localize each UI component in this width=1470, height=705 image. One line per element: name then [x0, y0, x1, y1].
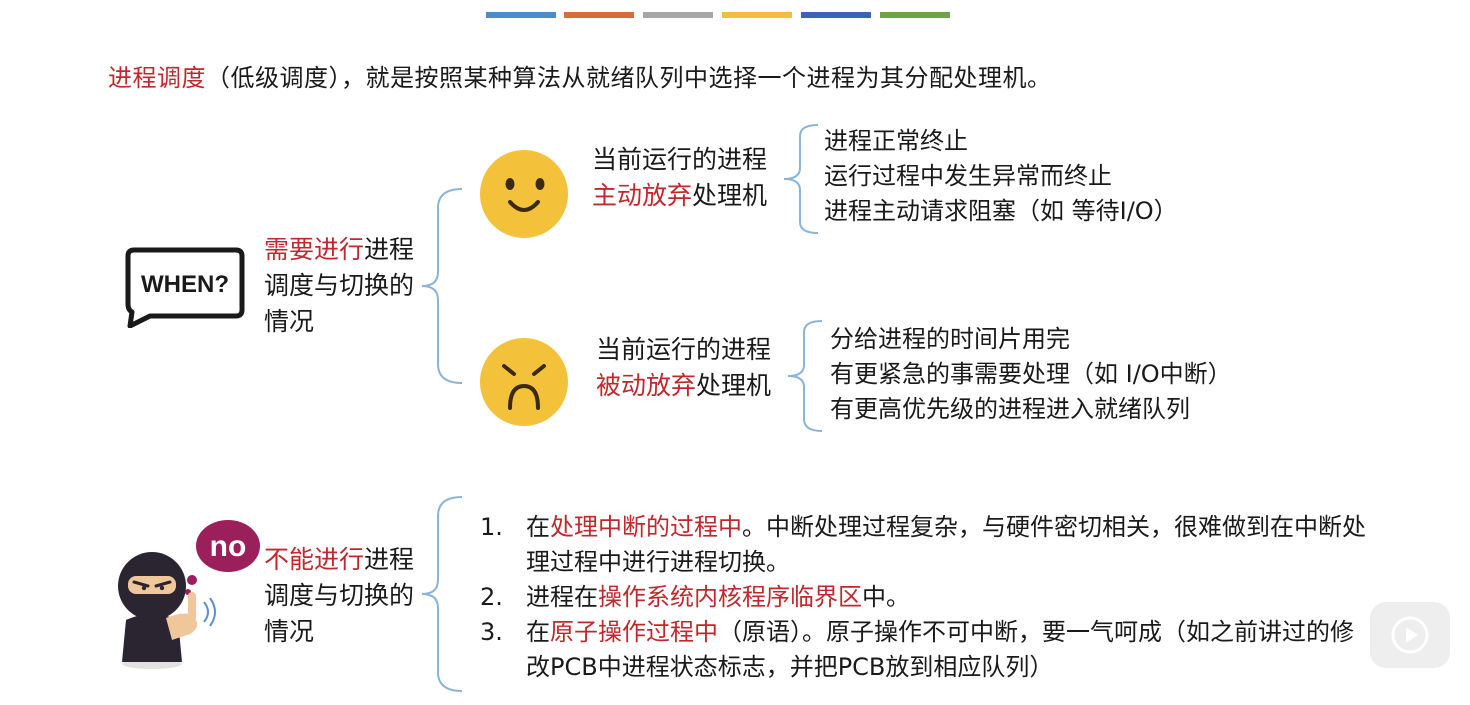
need-label: 需要进行进程调度与切换的情况	[264, 232, 424, 340]
voluntary-post: 处理机	[692, 181, 768, 210]
list-number: 1.	[480, 513, 503, 541]
need-label-rest: 进程调度与切换的情况	[264, 235, 415, 336]
item-highlight: 原子操作过程中	[550, 618, 718, 646]
list-item: 1. 在处理中断的过程中。中断处理过程复杂，与硬件密切相关，很难做到在中断处理过程…	[480, 510, 1371, 580]
brace-icon	[421, 188, 463, 384]
list-number: 2.	[480, 583, 503, 611]
cannot-label-rest: 进程调度与切换的情况	[264, 545, 415, 646]
list-item: 有更高优先级的进程进入就绪队列	[830, 395, 1190, 423]
item-text: 在	[526, 513, 550, 541]
voluntary-items: 进程正常终止 运行过程中发生异常而终止 进程主动请求阻塞（如 等待I/O）	[824, 124, 1178, 229]
headline-definition: （低级调度），就是按照某种算法从就绪队列中选择一个进程为其分配处理机。	[206, 64, 1052, 92]
involuntary-pre: 当前运行的进程	[596, 335, 772, 364]
play-icon	[1391, 616, 1429, 654]
list-item: 分给进程的时间片用完	[830, 325, 1070, 353]
voluntary-highlight: 主动放弃	[592, 181, 693, 210]
video-play-button[interactable]	[1370, 602, 1450, 668]
no-badge-text: no	[210, 530, 247, 563]
voluntary-pre: 当前运行的进程	[592, 145, 768, 174]
when-speech-bubble-icon: WHEN?	[125, 247, 245, 328]
color-bar	[880, 12, 950, 18]
color-bar	[801, 12, 871, 18]
item-text: 。中断处理过程复杂，与硬件密切相关，很难做到在中断处理过程中进行进程切换。	[526, 513, 1366, 576]
color-bar	[643, 12, 713, 18]
headline-term: 进程调度	[108, 64, 206, 92]
involuntary-reason: 当前运行的进程被动放弃处理机	[596, 332, 781, 404]
list-number: 3.	[480, 618, 503, 646]
brace-icon	[421, 496, 463, 692]
color-bar	[564, 12, 634, 18]
sad-face-icon	[480, 338, 568, 426]
item-text: 中。	[862, 583, 910, 611]
cannot-list: 1.在处理中断的过程中。中断处理过程复杂，与硬件密切相关，很难做到在中断处理过程…	[480, 510, 1371, 685]
headline: 进程调度（低级调度），就是按照某种算法从就绪队列中选择一个进程为其分配处理机。	[108, 58, 1052, 93]
item-text: 进程在	[526, 583, 598, 611]
list-item: 3. 在原子操作过程中（原语）。原子操作不可中断，要一气呵成（如之前讲过的修改PC…	[480, 615, 1371, 685]
item-text: （原语）。原子操作不可中断，要一气呵成（如之前讲过的修改PCB中进程状态标志，并…	[526, 618, 1354, 681]
smiley-face-icon	[480, 150, 568, 238]
cannot-label: 不能进行进程调度与切换的情况	[264, 542, 424, 650]
involuntary-highlight: 被动放弃	[596, 371, 697, 400]
item-highlight: 操作系统内核程序临界区	[598, 583, 862, 611]
brace-icon	[783, 124, 819, 234]
brace-icon	[787, 320, 823, 432]
color-bar	[486, 12, 556, 18]
color-bar	[722, 12, 792, 18]
item-highlight: 处理中断的过程中	[550, 513, 742, 541]
cannot-label-highlight: 不能进行	[264, 545, 365, 574]
list-item: 2. 进程在操作系统内核程序临界区中。	[480, 580, 1371, 615]
list-item: 进程正常终止	[824, 127, 968, 155]
involuntary-post: 处理机	[696, 371, 772, 400]
list-item: 进程主动请求阻塞（如 等待I/O）	[824, 197, 1178, 225]
list-item: 有更紧急的事需要处理（如 I/O中断）	[830, 360, 1232, 388]
voluntary-reason: 当前运行的进程主动放弃处理机	[592, 142, 777, 214]
item-text: 在	[526, 618, 550, 646]
list-item: 运行过程中发生异常而终止	[824, 162, 1112, 190]
need-label-highlight: 需要进行	[264, 235, 365, 264]
ninja-no-icon: no	[118, 520, 260, 669]
involuntary-items: 分给进程的时间片用完 有更紧急的事需要处理（如 I/O中断） 有更高优先级的进程…	[830, 322, 1232, 427]
when-badge-text: WHEN?	[141, 271, 229, 298]
